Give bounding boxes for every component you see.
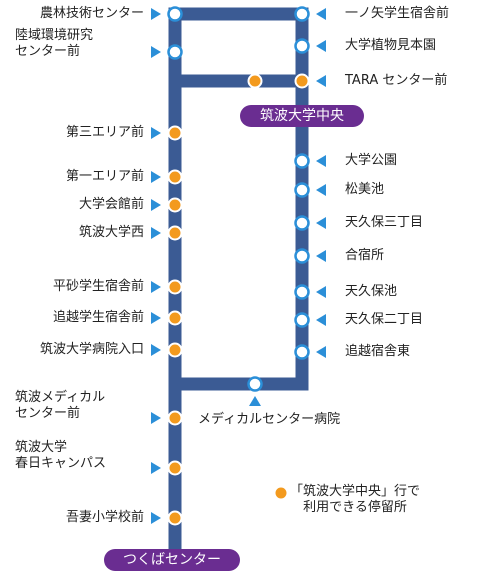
hub-chuo-badge[interactable]: 筑波大学中央 <box>240 105 364 127</box>
route-right-trunk <box>295 7 309 391</box>
arrow-sancho-icon <box>316 217 326 229</box>
arrow-oikoshi_g-icon <box>151 312 161 324</box>
arrow-nicho-icon <box>316 314 326 326</box>
stop-ichinoya <box>294 6 310 22</box>
label-medical_hosp[interactable]: メディカルセンター病院 <box>198 412 341 427</box>
stop-medical <box>167 410 183 426</box>
label-ichinoya[interactable]: 一ノ矢学生宿舎前 <box>345 6 450 21</box>
stop-heisa <box>167 279 183 295</box>
label-tara[interactable]: TARA センター前 <box>345 73 448 88</box>
stop-azuma <box>167 510 183 526</box>
arrow-byoin-icon <box>151 344 161 356</box>
route-top-band <box>168 7 309 21</box>
stop-byoin <box>167 342 183 358</box>
stop-medical_hosp <box>247 376 263 392</box>
stop-tara <box>294 73 310 89</box>
arrow-oikoshi_sh-icon <box>316 346 326 358</box>
arrow-rikuiki-icon <box>151 46 161 58</box>
arrow-daiichi-icon <box>151 171 161 183</box>
label-medical[interactable]: 筑波メディカルセンター前 <box>15 390 106 421</box>
label-kasuga[interactable]: 筑波大学春日キャンパス <box>15 440 107 471</box>
label-amakubo_ike[interactable]: 天久保池 <box>345 284 398 299</box>
stop-matsumi <box>294 182 310 198</box>
label-kaikan[interactable]: 大学会館前 <box>78 197 144 212</box>
stop-shokubutsu <box>294 38 310 54</box>
label-norin[interactable]: 農林技術センター <box>39 6 144 21</box>
stop-chuo <box>247 73 263 89</box>
arrow-heisa-icon <box>151 281 161 293</box>
arrow-azuma-icon <box>151 512 161 524</box>
stop-nicho <box>294 312 310 328</box>
arrow-medical_hosp-icon <box>249 396 261 406</box>
label-heisa[interactable]: 平砂学生宿舎前 <box>52 279 144 294</box>
stop-sancho <box>294 215 310 231</box>
label-daiichi[interactable]: 第一エリア前 <box>65 169 144 184</box>
arrow-ichinoya-icon <box>316 8 326 20</box>
legend-express-marker <box>273 485 289 501</box>
arrow-kaikan-icon <box>151 199 161 211</box>
arrow-shokubutsu-icon <box>316 40 326 52</box>
label-nishi[interactable]: 筑波大学西 <box>78 225 144 240</box>
arrow-norin-icon <box>151 8 161 20</box>
arrow-tara-icon <box>316 75 326 87</box>
label-shokubutsu[interactable]: 大学植物見本園 <box>345 38 437 53</box>
arrow-amakubo_ike-icon <box>316 286 326 298</box>
stop-rikuiki <box>167 44 183 60</box>
label-oikoshi_sh[interactable]: 追越宿舎東 <box>345 344 411 359</box>
arrow-medical-icon <box>151 412 161 424</box>
arrow-koen-icon <box>316 155 326 167</box>
stop-kasuga <box>167 460 183 476</box>
arrow-nishi-icon <box>151 227 161 239</box>
label-koen[interactable]: 大学公園 <box>345 153 398 168</box>
label-gasshuku[interactable]: 合宿所 <box>345 248 385 263</box>
stop-amakubo_ike <box>294 284 310 300</box>
stop-kaikan <box>167 197 183 213</box>
label-sancho[interactable]: 天久保三丁目 <box>345 215 424 230</box>
label-byoin[interactable]: 筑波大学病院入口 <box>39 342 144 357</box>
stop-nishi <box>167 225 183 241</box>
label-nicho[interactable]: 天久保二丁目 <box>345 312 424 327</box>
stop-oikoshi_g <box>167 310 183 326</box>
label-oikoshi_g[interactable]: 追越学生宿舎前 <box>52 310 144 325</box>
label-daisan[interactable]: 第三エリア前 <box>65 125 144 140</box>
stop-daisan <box>167 125 183 141</box>
legend-text[interactable]: 「筑波大学中央」行で利用できる停留所 <box>290 484 421 515</box>
label-rikuiki[interactable]: 陸域環境研究センター前 <box>15 28 94 59</box>
hub-tsukuba-center-badge[interactable]: つくばセンター <box>104 549 240 571</box>
label-azuma[interactable]: 吾妻小学校前 <box>65 510 144 525</box>
stop-daiichi <box>167 169 183 185</box>
route-bottom-band <box>168 377 309 391</box>
arrow-kasuga-icon <box>151 462 161 474</box>
stop-koen <box>294 153 310 169</box>
arrow-gasshuku-icon <box>316 250 326 262</box>
route-mid-band <box>168 74 309 88</box>
stop-gasshuku <box>294 248 310 264</box>
arrow-matsumi-icon <box>316 184 326 196</box>
arrow-daisan-icon <box>151 127 161 139</box>
label-matsumi[interactable]: 松美池 <box>345 182 385 197</box>
stop-norin <box>167 6 183 22</box>
stop-oikoshi_sh <box>294 344 310 360</box>
